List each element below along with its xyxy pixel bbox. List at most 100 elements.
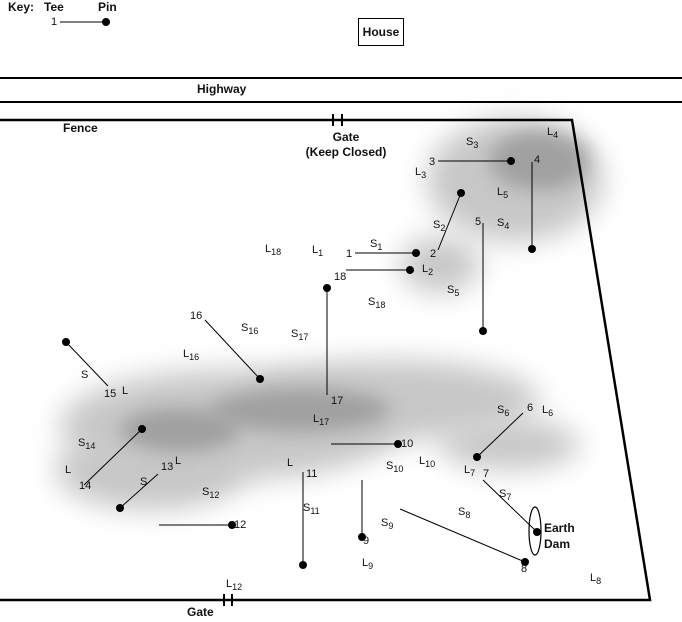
hole-12-short-tee-label: S12 xyxy=(202,486,220,500)
hole-7-fairway-line xyxy=(482,479,538,533)
gate-top-line2: (Keep Closed) xyxy=(305,145,387,159)
hole-2-fairway-line xyxy=(437,192,462,251)
hole-3-pin-icon xyxy=(507,157,515,165)
gate-top-label: Gate (Keep Closed) xyxy=(300,131,392,158)
hole-15-long-tee-label: L xyxy=(122,385,129,397)
hole-4-long-tee-label: L4 xyxy=(547,126,559,140)
hole-13-pin-icon xyxy=(116,504,124,512)
hole-15-fairway-line xyxy=(65,341,109,387)
hole-7-long-tee-label: L7 xyxy=(464,464,476,478)
fence-boundary xyxy=(0,118,652,602)
hole-16-fairway-line xyxy=(204,319,261,380)
hole-14-pin-icon xyxy=(138,425,146,433)
earth-dam-line1: Earth xyxy=(544,521,575,535)
hole-15-tee-number: 15 xyxy=(104,388,117,400)
key-example-number: 1 xyxy=(51,16,58,28)
key-tee-label: Tee xyxy=(44,0,64,14)
hole-8-pin-icon xyxy=(521,558,529,566)
hole-17-pin-icon xyxy=(323,284,331,292)
hole-1-pin-icon xyxy=(412,249,420,257)
hole-3-long-tee-label: L3 xyxy=(415,166,427,180)
hole-1-long-tee-label: L1 xyxy=(312,244,324,258)
hole-14-short-tee-label: S14 xyxy=(78,437,96,451)
hole-18-tee-number: 18 xyxy=(334,271,347,283)
hole-9-short-tee-label: S9 xyxy=(381,517,394,531)
hole-3-tee-number: 3 xyxy=(429,156,436,168)
hole-3-short-tee-label: S3 xyxy=(466,136,479,150)
hole-5-tee-number: 5 xyxy=(475,216,482,228)
hole-12-long-tee-label: L12 xyxy=(226,578,243,592)
hole-7-pin-icon xyxy=(533,528,541,536)
hole-10-short-tee-label: S10 xyxy=(386,460,404,474)
hole-16-short-tee-label: S16 xyxy=(241,322,259,336)
hole-11-tee-number: 11 xyxy=(306,468,318,480)
hole-5-long-tee-label: L5 xyxy=(497,186,509,200)
hole-12-tee-number: 12 xyxy=(234,519,247,531)
hole-18-short-tee-label: S18 xyxy=(368,296,386,310)
hole-14-tee-number: 14 xyxy=(79,480,92,492)
hole-9-pin-icon xyxy=(358,533,366,541)
earth-dam-line2: Dam xyxy=(544,537,571,551)
hole-9-tee-number: 9 xyxy=(363,535,370,547)
earth-dam-icon xyxy=(528,506,542,556)
hole-1-tee-number: 1 xyxy=(346,248,353,260)
hole-12-pin-icon xyxy=(228,521,236,529)
hole-16-long-tee-label: L16 xyxy=(183,348,200,362)
hole-18-long-tee-label: L18 xyxy=(265,243,282,257)
gate-bottom-label: Gate xyxy=(187,605,214,619)
gate-top-mark xyxy=(332,114,343,126)
hole-13-tee-number: 13 xyxy=(161,461,174,473)
hole-13-long-tee-label: L xyxy=(175,455,182,467)
gate-top-line1: Gate xyxy=(332,130,360,144)
key-pin-label: Pin xyxy=(98,0,117,14)
hole-8-long-tee-label: L8 xyxy=(590,572,602,586)
hole-11-pin-icon xyxy=(299,561,307,569)
woods-dark xyxy=(120,130,590,452)
hole-4-short-tee-label: S4 xyxy=(497,217,510,231)
hole-6-fairway-line xyxy=(476,412,524,458)
hole-17-long-tee-label: L17 xyxy=(313,413,330,427)
hole-2-tee-number: 2 xyxy=(430,248,437,260)
hole-10-tee-number: 10 xyxy=(401,438,414,450)
hole-5-short-tee-label: S5 xyxy=(447,284,460,298)
key-title: Key: xyxy=(8,0,35,14)
highway-label: Highway xyxy=(197,82,247,96)
hole-6-long-tee-label: L6 xyxy=(542,404,554,418)
hole-14-fairway-line xyxy=(83,428,143,486)
hole-11-long-tee-label: L xyxy=(287,457,294,469)
hole-17-short-tee-label: S17 xyxy=(291,328,309,342)
hole-10-long-tee-label: L10 xyxy=(419,455,436,469)
hole-8-fairway-line xyxy=(399,508,526,563)
fence-label: Fence xyxy=(63,121,98,135)
hole-13-fairway-line xyxy=(119,473,159,509)
earth-dam-label: Earth Dam xyxy=(544,522,575,550)
hole-5-pin-icon xyxy=(479,327,487,335)
key-pin-icon xyxy=(102,18,110,26)
gate-bottom-mark xyxy=(223,594,233,606)
hole-8-tee-number: 8 xyxy=(521,563,528,575)
hole-16-tee-number: 16 xyxy=(190,310,203,322)
holes xyxy=(62,157,541,569)
hole-2-short-tee-label: S2 xyxy=(433,219,446,233)
hole-4-pin-icon xyxy=(528,245,536,253)
hole-8-short-tee-label: S8 xyxy=(458,506,471,520)
hole-7-short-tee-label: S7 xyxy=(499,488,512,502)
hole-6-tee-number: 6 xyxy=(527,402,534,414)
hole-15-pin-icon xyxy=(62,338,70,346)
hole-6-pin-icon xyxy=(473,453,481,461)
hole-1-short-tee-label: S1 xyxy=(370,238,383,252)
house: House xyxy=(358,18,404,46)
hole-16-pin-icon xyxy=(256,375,264,383)
hole-15-short-tee-label: S xyxy=(81,369,89,381)
hole-18-pin-icon xyxy=(406,266,414,274)
hole-11-short-tee-label: S11 xyxy=(303,502,320,516)
hole-7-tee-number: 7 xyxy=(483,468,490,480)
hole-2-pin-icon xyxy=(457,189,465,197)
hole-9-long-tee-label: L9 xyxy=(362,557,374,571)
hole-14-long-tee-label: L xyxy=(65,464,72,476)
hole-6-short-tee-label: S6 xyxy=(497,404,510,418)
hole-10-pin-icon xyxy=(394,440,402,448)
hole-2-long-tee-label: L2 xyxy=(422,263,434,277)
hole-4-tee-number: 4 xyxy=(534,154,541,166)
